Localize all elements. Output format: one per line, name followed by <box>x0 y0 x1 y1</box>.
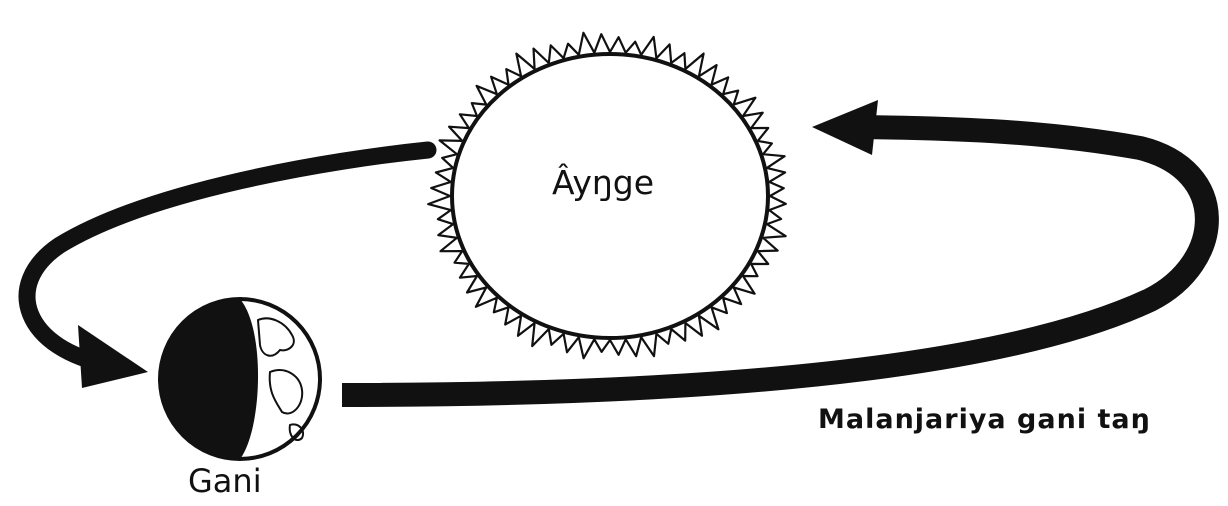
orbit-label: Malanjariya gani taŋ <box>818 404 1151 435</box>
orbit-arrow-earth <box>78 325 148 388</box>
earth-continents <box>256 317 304 442</box>
sun-label: Âyŋge <box>552 163 655 202</box>
orbit-path-lower <box>341 115 1219 407</box>
earth <box>158 297 322 461</box>
earth-label: Gani <box>188 462 262 500</box>
orbit-path-upper <box>18 141 437 374</box>
earth-night-side <box>160 299 259 459</box>
sun <box>450 52 770 340</box>
orbit-arrow-sun <box>812 100 878 155</box>
